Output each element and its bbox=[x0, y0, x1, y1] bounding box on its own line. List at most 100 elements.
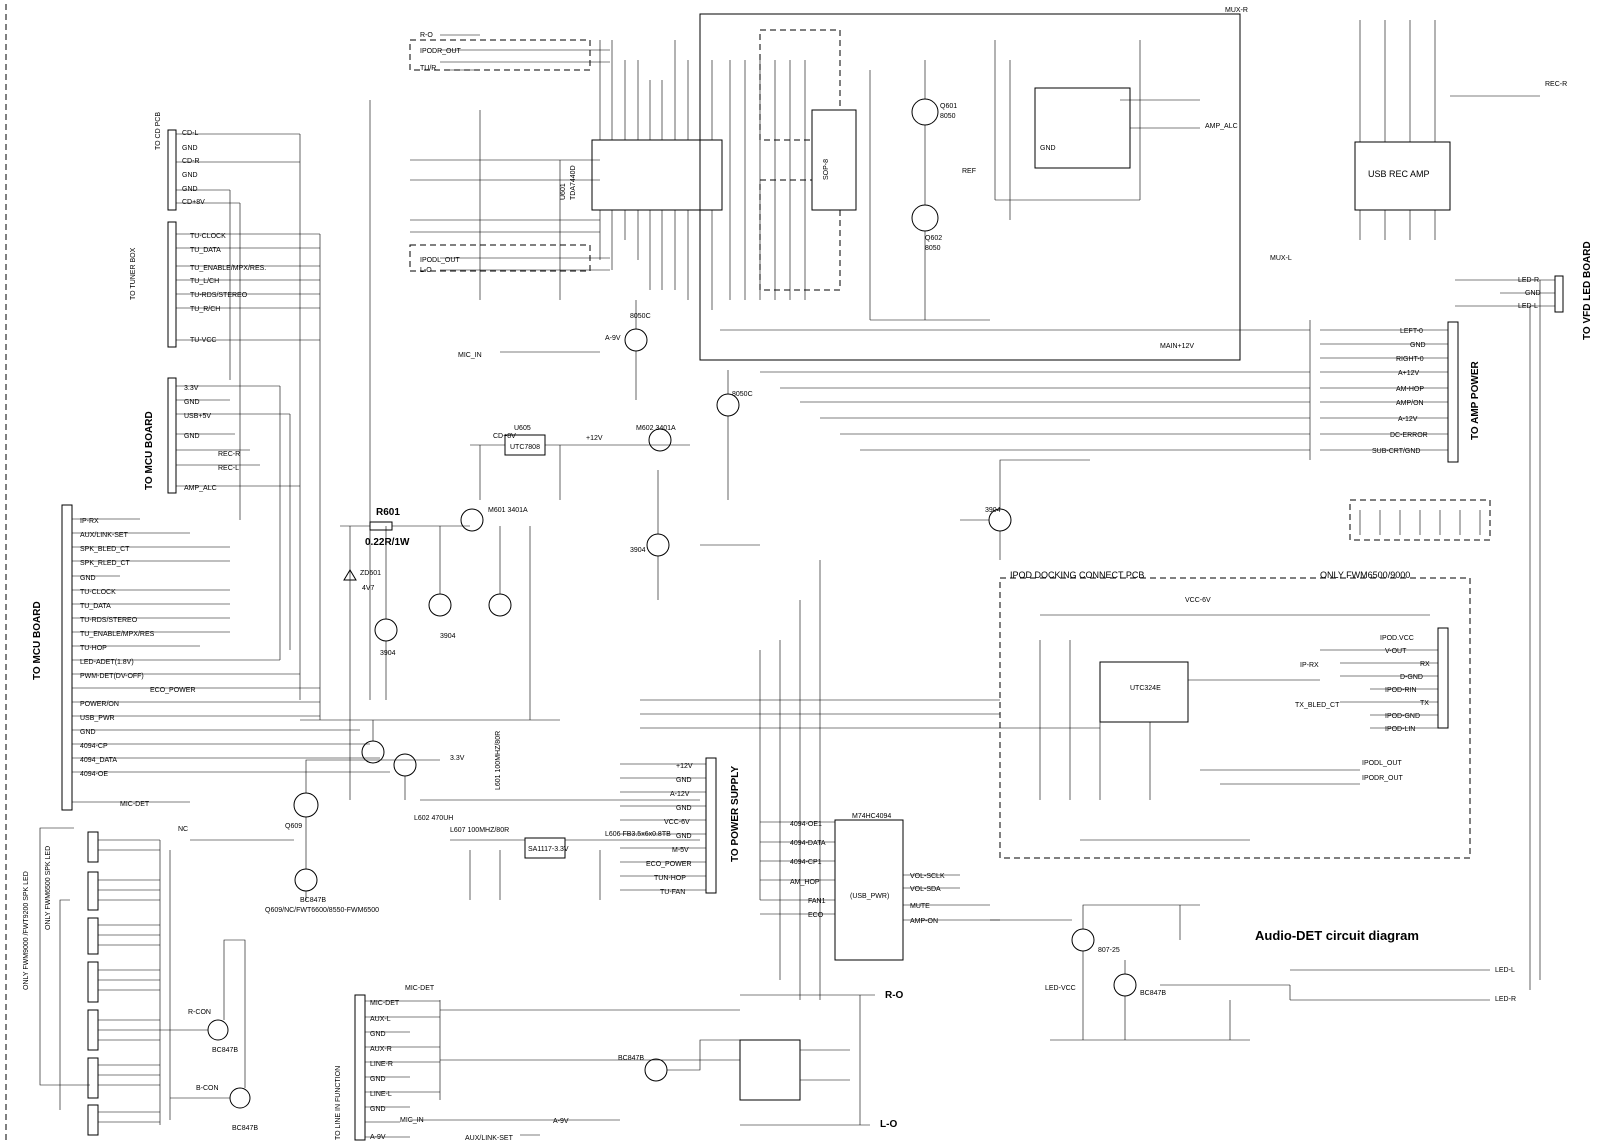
mcu-pin-16: GND bbox=[80, 729, 96, 736]
vfd-connector: TO VFD LED BOARD LED-R GND LED-L bbox=[1455, 241, 1593, 990]
mcu-small-pin-3: USB+5V bbox=[184, 413, 211, 420]
amp-pin-right: RIGHT-0 bbox=[1396, 356, 1424, 363]
transistor-q602: Q602 8050 bbox=[911, 204, 942, 252]
line-pin-linel: LINE-L bbox=[370, 1091, 392, 1098]
mcu-pin-13: ECO_POWER bbox=[150, 687, 196, 694]
tu-r-label: TU/R bbox=[420, 65, 436, 72]
l0-label-top: L-O bbox=[420, 267, 432, 274]
q609-note: Q609/NC/FWT6600/8550-FWM6500 bbox=[265, 907, 379, 914]
q601-type: 8050 bbox=[940, 113, 956, 120]
mcu-pin-10: TU-HOP bbox=[80, 645, 107, 652]
mcu-small-pin-1: 3.3V bbox=[184, 385, 199, 392]
b-con-label: NC bbox=[178, 826, 188, 833]
mcu-pin-12: PWM-DET(DV-OFF) bbox=[80, 673, 144, 680]
ipod-txbled-label: TX_BLED_CT bbox=[1295, 702, 1340, 709]
mcu-small-pin-7: AMP_ALC bbox=[184, 485, 217, 492]
vfd-pin-1: LED-R bbox=[1518, 277, 1539, 284]
audio-det-title: Audio-DET circuit diagram bbox=[1255, 928, 1419, 943]
power-pin-m5v: M-5V bbox=[672, 847, 689, 854]
led-r-label: LED-R bbox=[1495, 996, 1516, 1003]
cd-pin-3: CD-R bbox=[182, 158, 200, 165]
power-pin-eco: ECO_POWER bbox=[646, 861, 692, 868]
transistor-q612 bbox=[393, 753, 417, 777]
q608-type: 3904 bbox=[630, 547, 646, 554]
mcu-main-connector: TO MCU BOARD IP-RX AUX/LINK-SET SPK_BLED… bbox=[32, 504, 390, 811]
a9v-label-bot: A-9V bbox=[553, 1118, 569, 1125]
plus12v-label-1: +12V bbox=[586, 435, 603, 442]
amp-alc-label-top: AMP_ALC bbox=[1205, 123, 1238, 130]
mcu-pin-2: AUX/LINK-SET bbox=[80, 532, 129, 539]
r-con-label: B-CON bbox=[196, 1085, 219, 1092]
power-pin-gnd2: GND bbox=[676, 805, 692, 812]
ipod-pin-rin: IPOD-RIN bbox=[1385, 687, 1417, 694]
ipod-pin-vout: V-OUT bbox=[1385, 648, 1407, 655]
a9v-label-mid: A-9V bbox=[605, 335, 621, 342]
power-pin-tufan: TU-FAN bbox=[660, 889, 685, 896]
ic-u601: U601 TDA7440D bbox=[560, 139, 723, 211]
small-connector-row bbox=[1349, 499, 1491, 541]
mcu-pin-7: TU_DATA bbox=[80, 603, 111, 610]
amp-pin-gnd: GND bbox=[1410, 342, 1426, 349]
transistor-q615: BC847B bbox=[294, 868, 326, 904]
to-amp-power-label: TO AMP POWER bbox=[1470, 361, 1481, 440]
transistor-q605 bbox=[488, 593, 512, 617]
power-pin-12v: +12V bbox=[676, 763, 693, 770]
am-hop-label: AM_HOP bbox=[790, 879, 820, 886]
ic-u603: SOP-8 bbox=[811, 109, 857, 211]
mcu-small-pin-2: GND bbox=[184, 399, 200, 406]
line-pin-a9v: A-9V bbox=[370, 1134, 386, 1141]
v33-label: 3.3V bbox=[450, 755, 465, 762]
amp-pin-ampon: AMP/ON bbox=[1396, 400, 1424, 407]
r0-label-top: R-O bbox=[420, 32, 433, 39]
power-pin-gnd3: GND bbox=[676, 833, 692, 840]
l607-label: L607 100MHZ/80R bbox=[450, 827, 509, 834]
transistor-q607: 8050C bbox=[624, 313, 651, 352]
amp-power-connector: TO AMP POWER LEFT-0 GND RIGHT-0 A+12V AM… bbox=[720, 320, 1481, 463]
mosfet-m601: M601 3401A bbox=[460, 507, 528, 532]
line-pin-gnd3: GND bbox=[370, 1106, 386, 1113]
d4094-data-label: 4094-DATA bbox=[790, 840, 826, 847]
ipod-pin-dgnd: D-GND bbox=[1400, 674, 1423, 681]
d4094-cp-label: 4094-CP1 bbox=[790, 859, 822, 866]
vcc6v-label: VCC-6V bbox=[1185, 597, 1211, 604]
line-pin-micdet: MIC-DET bbox=[370, 1000, 400, 1007]
line-pin-micin: MIC_IN bbox=[400, 1117, 424, 1124]
mcu-pin-9: TU_ENABLE/MPX/RES bbox=[80, 631, 155, 638]
u601-part: TDA7440D bbox=[570, 165, 577, 200]
ipodl-out-label-right: IPODL_OUT bbox=[1362, 760, 1402, 767]
resistor-r601: R601 0.22R/1W bbox=[340, 507, 470, 548]
cd-pin-6: CD+8V bbox=[182, 199, 205, 206]
q616-type: BC847B bbox=[232, 1125, 258, 1132]
mcu-pin-20: MIC-DET bbox=[120, 801, 150, 808]
amp-on-label: AMP-ON bbox=[910, 918, 938, 925]
mux-l-label: MUX-L bbox=[1270, 255, 1292, 262]
mux-r-label: MUX-R bbox=[1225, 7, 1248, 14]
q607-type: 8050C bbox=[630, 313, 651, 320]
transistor-q601: Q601 8050 bbox=[911, 98, 957, 126]
cd-connector: TO CD PCB CD-L GND CD-R GND GND CD+8V bbox=[155, 112, 300, 211]
opamp-block: GND bbox=[994, 40, 1200, 220]
line-pin-liner: LINE-R bbox=[370, 1061, 393, 1068]
q604-type: 3904 bbox=[440, 633, 456, 640]
to-vfd-led-board-label: TO VFD LED BOARD bbox=[1582, 241, 1593, 340]
mic-in-label-mid: MIC_IN bbox=[458, 352, 482, 359]
transistor-q611: 8050C bbox=[716, 391, 753, 417]
l601-label: L601 100MHZ/80R bbox=[495, 731, 502, 790]
to-power-supply-label: TO POWER SUPPLY bbox=[730, 766, 741, 862]
ipodr-dashed-box bbox=[409, 39, 591, 71]
to-mcu-board-label-2: TO MCU BOARD bbox=[32, 601, 43, 680]
ipodr-out-label-top: IPODR_OUT bbox=[420, 48, 462, 55]
tuner-pin-vcc: TU-VCC bbox=[190, 337, 216, 344]
vfd-pin-2: GND bbox=[1525, 290, 1541, 297]
only-fwm6500-label: ONLY FWM6500 SPK LED bbox=[45, 846, 52, 930]
tuner-pin-rds: TU-RDS/STEREO bbox=[190, 292, 248, 299]
q622-type: 3904 bbox=[985, 507, 1001, 514]
ic-u605: U605 UTC7808 bbox=[504, 425, 546, 456]
tuner-pin-enable: TU_ENABLE/MPX/RES. bbox=[190, 265, 266, 272]
r0-label-bot: R-O bbox=[885, 990, 904, 1001]
m602-label: M602 3401A bbox=[636, 425, 676, 432]
rec-r-label: REC-R bbox=[1545, 81, 1567, 88]
ipodr-out-label-right: IPODR_OUT bbox=[1362, 775, 1404, 782]
to-tuner-box-label: TO TUNER BOX bbox=[130, 247, 137, 300]
line-pin-gnd1: GND bbox=[370, 1031, 386, 1038]
